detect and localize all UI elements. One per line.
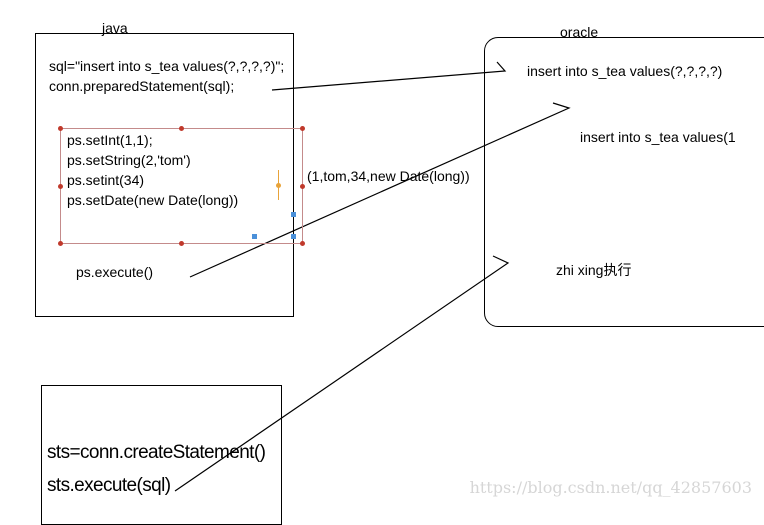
connector-lines: [174, 61, 571, 492]
java-title: java: [102, 20, 128, 36]
oracle-exec-label: zhi xing执行: [556, 262, 632, 278]
arrow-execute-to-oracle: [189, 102, 571, 278]
resize-marker: [291, 212, 296, 217]
resize-marker: [252, 234, 257, 239]
selection-handle: [58, 126, 63, 131]
prepare-line: conn.preparedStatement(sql);: [49, 78, 235, 94]
selection-handle: [300, 241, 305, 246]
selection-handle: [179, 241, 184, 246]
statement-line-2: sts.execute(sql): [47, 475, 171, 496]
ps-line-3: ps.setint(34): [67, 172, 145, 188]
execute-line: ps.execute(): [76, 264, 154, 280]
ps-line-2: ps.setString(2,'tom'): [67, 152, 191, 168]
rotate-stem: [278, 170, 279, 200]
arrow-statement-to-exec: [174, 255, 510, 492]
resize-marker: [291, 234, 296, 239]
java-box: [35, 33, 294, 317]
selection-handle: [58, 184, 63, 189]
selection-handle: [300, 126, 305, 131]
ps-line-1: ps.setInt(1,1);: [67, 132, 153, 148]
oracle-template-sql: insert into s_tea values(?,?,?,?): [527, 63, 723, 79]
selection-handle: [300, 184, 305, 189]
oracle-box: [484, 37, 764, 327]
statement-line-1: sts=conn.createStatement(): [47, 442, 266, 463]
oracle-title: oracle: [560, 24, 599, 40]
ps-line-4: ps.setDate(new Date(long)): [67, 192, 239, 208]
selection-handle: [58, 241, 63, 246]
watermark: https://blog.csdn.net/qq_42857603: [469, 478, 752, 497]
sql-line: sql="insert into s_tea values(?,?,?,?)";: [49, 58, 285, 74]
selection-handle: [179, 126, 184, 131]
arrow-prepare-to-oracle: [271, 61, 507, 91]
oracle-filled-sql: insert into s_tea values(1: [580, 129, 736, 145]
params-label: (1,tom,34,new Date(long)): [307, 168, 470, 184]
